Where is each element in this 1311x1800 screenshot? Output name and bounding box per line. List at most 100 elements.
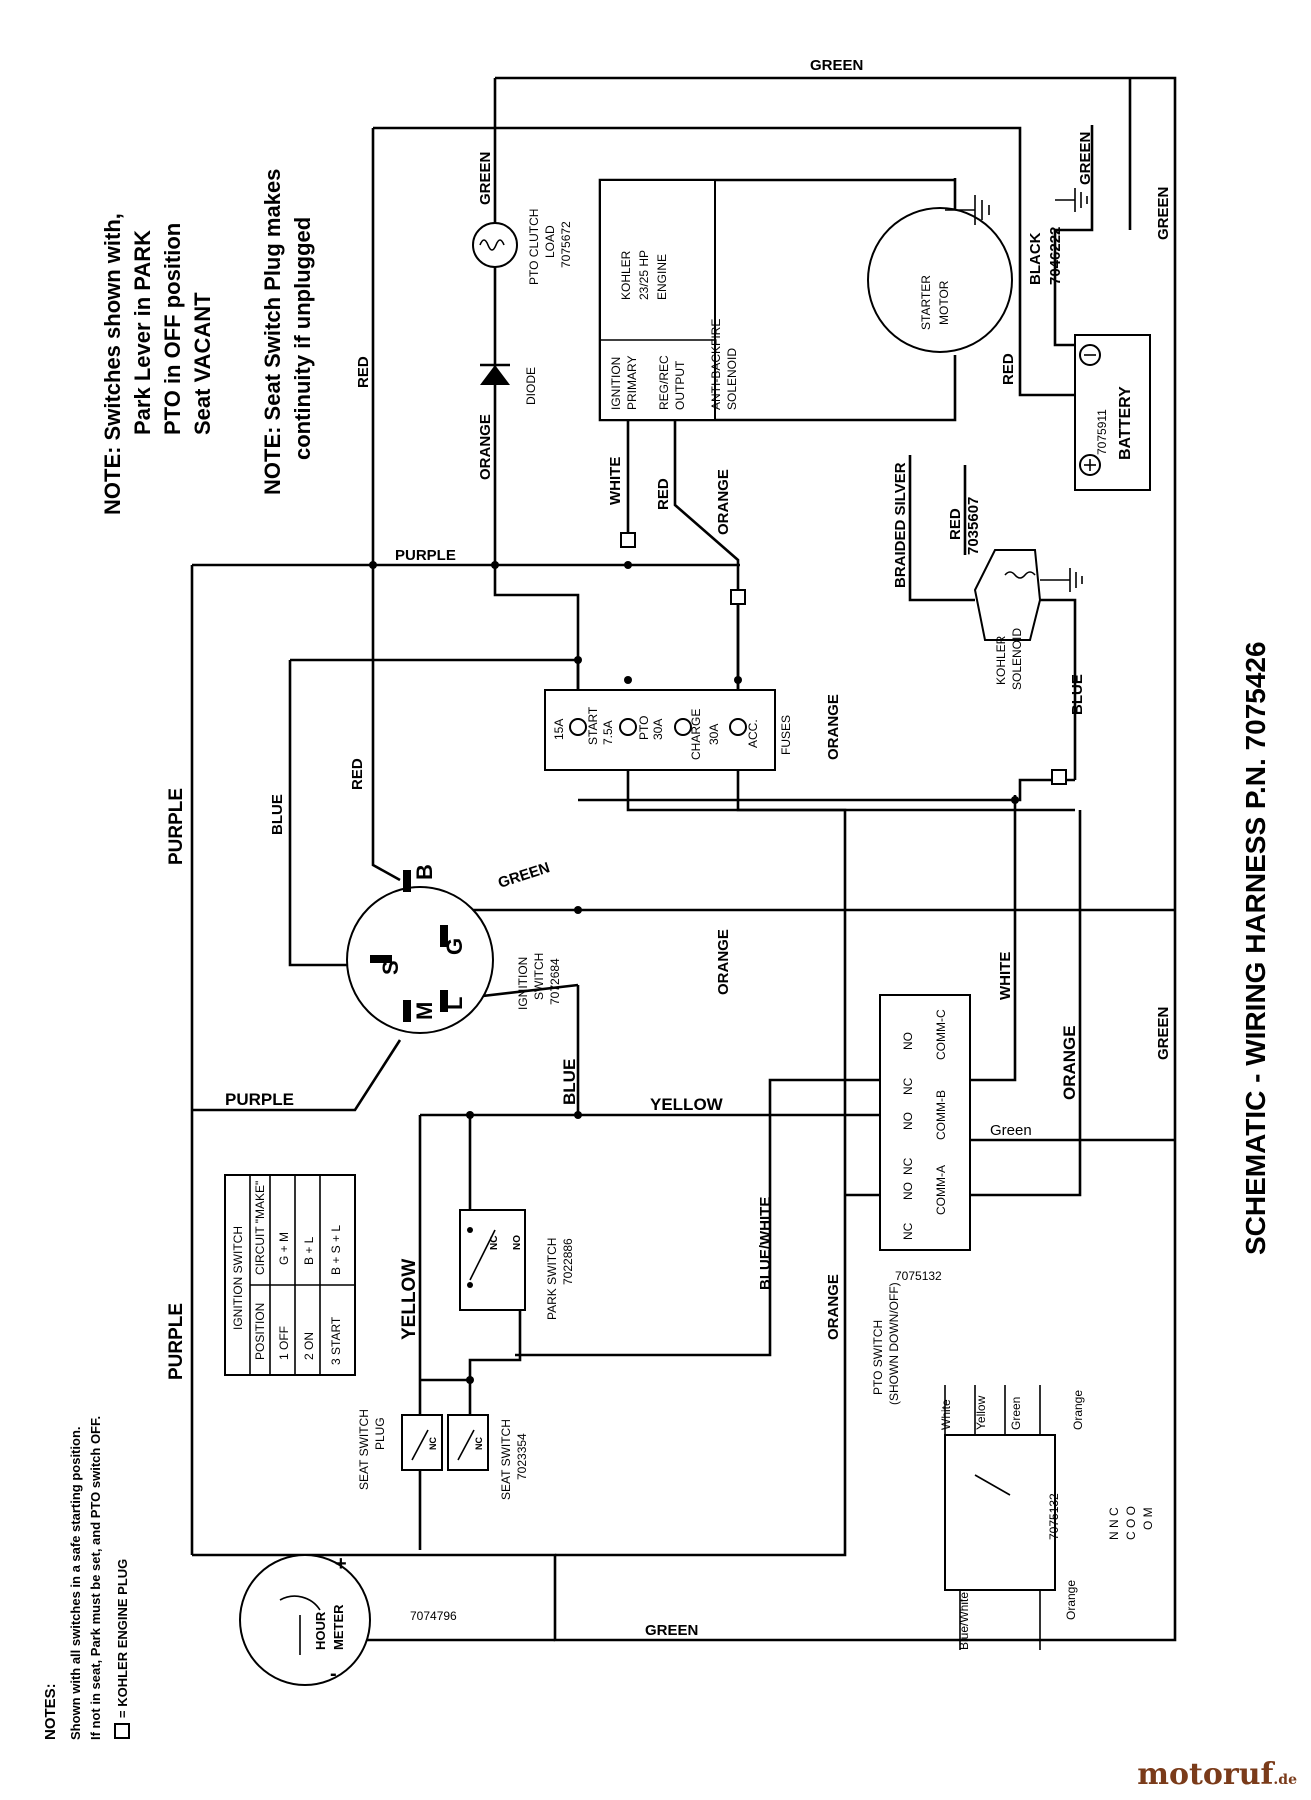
svg-text:2 ON: 2 ON — [302, 1332, 316, 1360]
svg-text:SOLENOID: SOLENOID — [1010, 628, 1024, 690]
svg-text:Shown with all switches in a s: Shown with all switches in a safe starti… — [68, 1427, 83, 1741]
engine-label-3: ENGINE — [655, 254, 669, 300]
svg-text:BLUE: BLUE — [1069, 674, 1086, 715]
svg-text:GREEN: GREEN — [1155, 187, 1172, 240]
hour-meter: HOUR METER + - 7074796 — [239, 1553, 457, 1686]
svg-text:= KOHLER ENGINE PLUG: = KOHLER ENGINE PLUG — [115, 1559, 130, 1718]
svg-text:B + L: B + L — [302, 1236, 316, 1265]
engine-label-2: 23/25 HP — [637, 250, 651, 300]
svg-text:FUSES: FUSES — [779, 715, 793, 755]
svg-text:7022886: 7022886 — [561, 1238, 575, 1285]
svg-text:ANTI-BACKFIRE: ANTI-BACKFIRE — [709, 319, 723, 410]
svg-text:Orange: Orange — [1064, 1580, 1078, 1620]
svg-text:NC: NC — [489, 1236, 500, 1250]
svg-text:7075132: 7075132 — [1047, 1493, 1061, 1540]
fuse-block: 15A START 7.5A PTO 30A CHARGE 30A ACC. F… — [544, 689, 793, 771]
svg-text:7.5A: 7.5A — [601, 720, 615, 745]
svg-text:G + M: G + M — [277, 1232, 291, 1265]
svg-text:CIRCUIT "MAKE": CIRCUIT "MAKE" — [253, 1181, 267, 1275]
svg-text:PURPLE: PURPLE — [395, 547, 456, 564]
svg-text:REG/REC: REG/REC — [657, 355, 671, 410]
svg-text:PARK SWITCH: PARK SWITCH — [545, 1238, 559, 1320]
svg-text:7035607: 7035607 — [965, 497, 982, 555]
svg-text:Orange: Orange — [1071, 1390, 1085, 1430]
svg-text:NO: NO — [901, 1032, 915, 1050]
park-switch: NC NO PARK SWITCH 7022886 — [459, 1209, 575, 1320]
ignition-switch: B S G M L IGNITION SWITCH 7072684 — [346, 864, 562, 1034]
svg-text:NOTE: Switches shown with,: NOTE: Switches shown with, — [100, 213, 125, 515]
watermark: motoruf.de — [1137, 1757, 1297, 1792]
svg-text:YELLOW: YELLOW — [399, 1259, 420, 1340]
svg-text:RED: RED — [1000, 353, 1017, 385]
svg-text:Yellow: Yellow — [974, 1395, 988, 1430]
svg-text:1 OFF: 1 OFF — [277, 1326, 291, 1360]
svg-text:DIODE: DIODE — [524, 367, 538, 405]
wire-labels: GREEN GREEN GREEN GREEN GREEN GREEN GREE… — [166, 57, 1172, 1639]
ground-icon — [945, 195, 990, 225]
svg-text:If not in seat, Park must be s: If not in seat, Park must be set, and PT… — [88, 1416, 103, 1740]
terminal-s: S — [378, 960, 403, 975]
svg-text:ORANGE: ORANGE — [715, 929, 732, 995]
svg-text:ORANGE: ORANGE — [477, 414, 494, 480]
svg-text:SOLENOID: SOLENOID — [725, 348, 739, 410]
svg-text:ORANGE: ORANGE — [1060, 1025, 1079, 1100]
svg-text:SWITCH: SWITCH — [532, 953, 546, 1000]
svg-text:PTO CLUTCH: PTO CLUTCH — [527, 209, 541, 285]
svg-text:NO: NO — [512, 1235, 523, 1250]
svg-text:BLUE: BLUE — [269, 794, 286, 835]
page-title: SCHEMATIC - WIRING HARNESS P.N. 7075426 — [1240, 641, 1271, 1255]
svg-text:SEAT SWITCH: SEAT SWITCH — [499, 1419, 513, 1500]
notes-bottom: NOTES: Shown with all switches in a safe… — [42, 1416, 130, 1740]
svg-text:B + S + L: B + S + L — [329, 1225, 343, 1275]
seat-switch: NC SEAT SWITCH 7023354 — [447, 1414, 529, 1500]
svg-text:BLUE/WHITE: BLUE/WHITE — [757, 1197, 774, 1290]
svg-text:7075132: 7075132 — [895, 1269, 942, 1283]
svg-text:COMM-A: COMM-A — [934, 1165, 948, 1215]
terminal-l: L — [442, 997, 467, 1010]
svg-text:Blue/White: Blue/White — [957, 1592, 971, 1650]
diode: DIODE — [480, 363, 538, 405]
svg-text:15A: 15A — [552, 719, 566, 740]
pto-detail: White Yellow Green Orange Blue/White Ora… — [939, 1385, 1155, 1650]
svg-text:COMM-C: COMM-C — [934, 1009, 948, 1060]
ground-icon — [1040, 568, 1083, 592]
kohler-solenoid: KOHLER SOLENOID — [973, 549, 1083, 690]
terminal-b: B — [412, 864, 437, 880]
svg-text:Seat VACANT: Seat VACANT — [190, 292, 215, 435]
svg-text:ACC.: ACC. — [746, 719, 760, 748]
svg-text:O M: O M — [1141, 1507, 1155, 1530]
svg-text:KOHLER: KOHLER — [994, 635, 1008, 685]
svg-text:YELLOW: YELLOW — [650, 1095, 724, 1114]
svg-text:(SHOWN DOWN/OFF): (SHOWN DOWN/OFF) — [887, 1282, 901, 1405]
svg-text:PRIMARY: PRIMARY — [625, 356, 639, 410]
svg-text:BLUE: BLUE — [560, 1059, 579, 1105]
svg-text:+: + — [335, 1553, 347, 1575]
svg-text:IGNITION: IGNITION — [516, 957, 530, 1010]
svg-text:NC: NC — [901, 1157, 915, 1175]
junctions — [369, 561, 1019, 1384]
svg-text:PURPLE: PURPLE — [166, 1303, 187, 1380]
svg-text:7075911: 7075911 — [1095, 409, 1109, 455]
svg-text:IGNITION: IGNITION — [609, 357, 623, 410]
svg-text:PURPLE: PURPLE — [166, 788, 187, 865]
svg-text:GREEN: GREEN — [1077, 132, 1094, 185]
svg-text:NC: NC — [428, 1437, 438, 1450]
svg-text:ORANGE: ORANGE — [825, 694, 842, 760]
svg-text:PTO in OFF position: PTO in OFF position — [160, 223, 185, 435]
pto-switch: NC NO NC NO NC NO COMM-A COMM-B COMM-C 7… — [879, 994, 971, 1283]
svg-text:7072684: 7072684 — [548, 958, 562, 1005]
svg-text:ORANGE: ORANGE — [825, 1274, 842, 1340]
battery: 7075911 BATTERY — [1074, 334, 1151, 491]
svg-text:BLACK: BLACK — [1027, 232, 1044, 285]
svg-text:LOAD: LOAD — [543, 225, 557, 258]
svg-text:GREEN: GREEN — [645, 1622, 698, 1639]
svg-text:POSITION: POSITION — [253, 1303, 267, 1360]
svg-text:SEAT SWITCH: SEAT SWITCH — [357, 1409, 371, 1490]
terminal-g: G — [442, 938, 467, 955]
svg-text:C O O: C O O — [1124, 1506, 1138, 1540]
svg-text:COMM-B: COMM-B — [934, 1090, 948, 1140]
svg-text:GREEN: GREEN — [810, 57, 863, 74]
svg-text:HOUR: HOUR — [313, 1611, 328, 1650]
svg-text:NO: NO — [901, 1112, 915, 1130]
svg-text:White: White — [939, 1399, 953, 1430]
